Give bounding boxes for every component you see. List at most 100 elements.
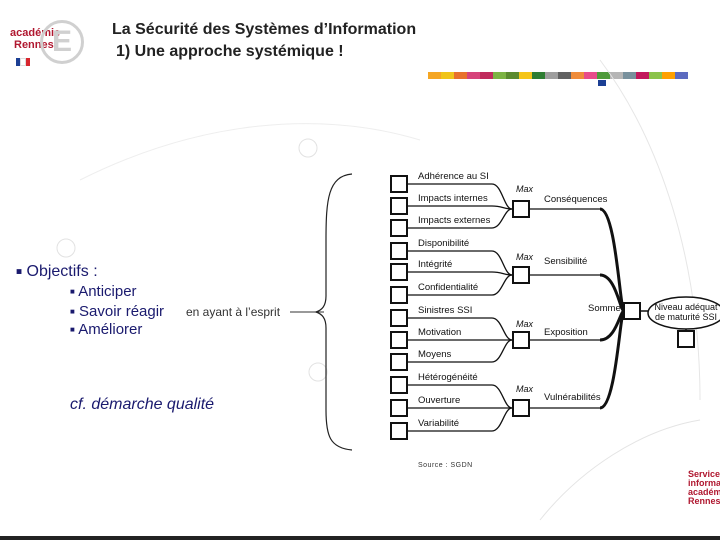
diagram-connector <box>599 309 626 410</box>
max-box <box>512 331 530 349</box>
objectives-heading: ■ Objectifs : <box>16 263 98 281</box>
diagram-connector <box>491 317 513 341</box>
color-bar-segment <box>519 72 532 79</box>
input-label: Impacts externes <box>418 215 491 226</box>
objective-item-label: Anticiper <box>78 283 137 300</box>
diagram-connector <box>491 250 513 276</box>
input-box <box>390 399 408 417</box>
color-bar-segment <box>636 72 649 79</box>
input-label: Variabilité <box>418 418 460 429</box>
max-box <box>512 399 530 417</box>
service-logo: Service informat. académ. Rennes <box>688 470 720 506</box>
input-label: Confidentialité <box>418 282 479 293</box>
color-bar-segment <box>532 72 545 79</box>
page-title-line1: La Sécurité des Systèmes d’Information <box>112 21 417 38</box>
color-bar-segment <box>441 72 454 79</box>
objective-item-label: Améliorer <box>78 321 143 338</box>
color-bar-segment <box>467 72 480 79</box>
input-box <box>390 331 408 349</box>
input-label: Hétérogénéité <box>418 372 478 383</box>
service-line: Service <box>688 469 720 479</box>
color-bar-segment <box>597 72 610 79</box>
cf-demarche-qualite: cf. démarche qualité <box>70 396 215 413</box>
max-label: Max <box>516 184 534 194</box>
input-box <box>390 263 408 281</box>
input-label: Adhérence au SI <box>418 171 489 182</box>
output-label: Sensibilité <box>544 256 588 267</box>
bullet-icon: ■ <box>70 325 75 335</box>
input-box <box>390 309 408 327</box>
input-label: Intégrité <box>418 259 453 270</box>
output-label: Exposition <box>544 327 588 338</box>
page-title-line2: 1) Une approche systémique ! <box>116 43 344 60</box>
logo-emblem: E <box>40 20 84 64</box>
result-box <box>677 330 695 348</box>
diagram-connector <box>491 407 513 432</box>
bullet-icon: ■ <box>16 266 23 278</box>
somme-box <box>623 302 641 320</box>
input-label: Ouverture <box>418 395 461 406</box>
input-box <box>390 376 408 394</box>
objective-item-ameliorer: ■ Améliorer <box>70 322 142 338</box>
color-bar-segment <box>506 72 519 79</box>
input-label: Motivation <box>418 327 462 338</box>
color-bar-segment <box>662 72 675 79</box>
objective-item-reagir: ■ Savoir réagir <box>70 304 164 320</box>
color-bar-segment <box>598 80 606 86</box>
diagram-connector <box>491 183 513 210</box>
service-line: académ. <box>688 487 720 497</box>
color-bar-segment <box>428 72 441 79</box>
diagram-connector <box>491 339 513 363</box>
input-label: Impacts internes <box>418 193 488 204</box>
input-box <box>390 242 408 260</box>
bullet-icon: ■ <box>70 307 75 317</box>
diagram-connector <box>491 274 513 296</box>
color-bar-segment <box>623 72 636 79</box>
service-line: informat. <box>688 478 720 488</box>
objectives-heading-text: Objectifs : <box>26 263 98 280</box>
input-box <box>390 197 408 215</box>
academie-logo: académie Rennes E <box>10 14 84 70</box>
input-label: Moyens <box>418 349 452 360</box>
color-bar-segment <box>545 72 558 79</box>
result-label: Niveau adéquat de maturité SSI <box>654 302 718 322</box>
input-label: Disponibilité <box>418 238 470 249</box>
input-box <box>390 219 408 237</box>
color-bar-segment <box>584 72 597 79</box>
input-box <box>390 286 408 304</box>
diagram-connector <box>599 207 626 313</box>
logo-line2: Rennes <box>14 39 54 51</box>
color-bar-segment <box>493 72 506 79</box>
max-box <box>512 200 530 218</box>
max-box <box>512 266 530 284</box>
input-box <box>390 353 408 371</box>
max-label: Max <box>516 252 534 262</box>
max-label: Max <box>516 319 534 329</box>
color-bar-segment <box>675 72 688 79</box>
somme-label: Somme <box>588 303 621 314</box>
color-bar-segment <box>571 72 584 79</box>
color-bar-segment <box>558 72 571 79</box>
color-bar-segment <box>480 72 493 79</box>
service-line: Rennes <box>688 496 720 506</box>
output-label: Conséquences <box>544 194 608 205</box>
note-en-ayant: en ayant à l’esprit <box>186 305 281 319</box>
input-label: Sinistres SSI <box>418 305 473 316</box>
diagram-source: Source : SGDN <box>418 462 473 469</box>
bullet-icon: ■ <box>70 287 75 297</box>
color-bar-segment <box>610 72 623 79</box>
input-box <box>390 175 408 193</box>
objective-item-label: Savoir réagir <box>79 303 165 320</box>
input-box <box>390 422 408 440</box>
diagram-connector <box>491 384 513 409</box>
color-bar-segment <box>649 72 662 79</box>
french-flag-icon <box>16 58 30 66</box>
bottom-border <box>0 536 720 540</box>
logo-line1: académie <box>10 27 61 39</box>
objective-item-anticiper: ■ Anticiper <box>70 284 137 300</box>
max-label: Max <box>516 384 534 394</box>
output-label: Vulnérabilités <box>544 392 601 403</box>
